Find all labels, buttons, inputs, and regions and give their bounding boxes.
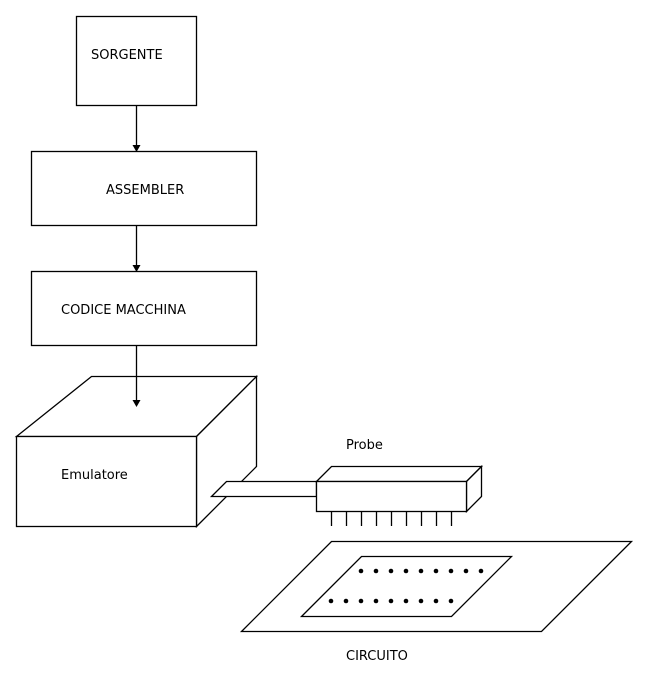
probe-node: Probe — [314, 438, 484, 526]
assembler-box — [30, 150, 258, 227]
machine-code-box — [30, 270, 258, 347]
probe-front-face — [315, 480, 468, 513]
chip-pin-dot — [328, 598, 334, 604]
source-node: SORGENTE — [75, 15, 198, 107]
chip-pin-dot — [373, 598, 379, 604]
probe-cable — [209, 480, 318, 498]
emulator-front-face — [15, 435, 198, 528]
probe-label: Probe — [346, 438, 383, 453]
arrowhead-icon — [132, 400, 141, 407]
chip-pin-dot — [403, 568, 409, 574]
chip-pin-dot — [358, 568, 364, 574]
chip-pin-dot — [478, 568, 484, 574]
source-label: SORGENTE — [91, 48, 163, 63]
machine-code-label: CODICE MACCHINA — [61, 303, 186, 318]
chip-pin-dot — [403, 598, 409, 604]
arrowhead-icon — [132, 145, 141, 152]
chip-pin-dot — [448, 568, 454, 574]
chip-pin-dot — [343, 598, 349, 604]
chip-pin-dot — [418, 568, 424, 574]
circuit-label: CIRCUITO — [346, 649, 408, 664]
chip-pin-dot — [418, 598, 424, 604]
arrowhead-icon — [132, 265, 141, 272]
emulator-label: Emulatore — [61, 468, 128, 483]
chip-pin-dot — [463, 568, 469, 574]
chip-outline — [299, 555, 514, 618]
machine-code-node: CODICE MACCHINA — [30, 270, 258, 347]
chip-pin-dot — [433, 598, 439, 604]
emulator-node: Emulatore — [14, 374, 259, 529]
probe-pins — [330, 512, 453, 526]
source-box — [75, 15, 198, 107]
chip-pin-dot — [388, 598, 394, 604]
chip-pin-dot — [373, 568, 379, 574]
chip-pins — [328, 568, 484, 604]
probe-top-face — [314, 465, 484, 483]
assembler-label: ASSEMBLER — [106, 183, 184, 198]
chip-pin-dot — [388, 568, 394, 574]
assembler-node: ASSEMBLER — [30, 150, 258, 227]
circuit-node: CIRCUITO — [239, 540, 634, 664]
chip-pin-dot — [433, 568, 439, 574]
chip-pin-dot — [448, 598, 454, 604]
chip-pin-dot — [358, 598, 364, 604]
